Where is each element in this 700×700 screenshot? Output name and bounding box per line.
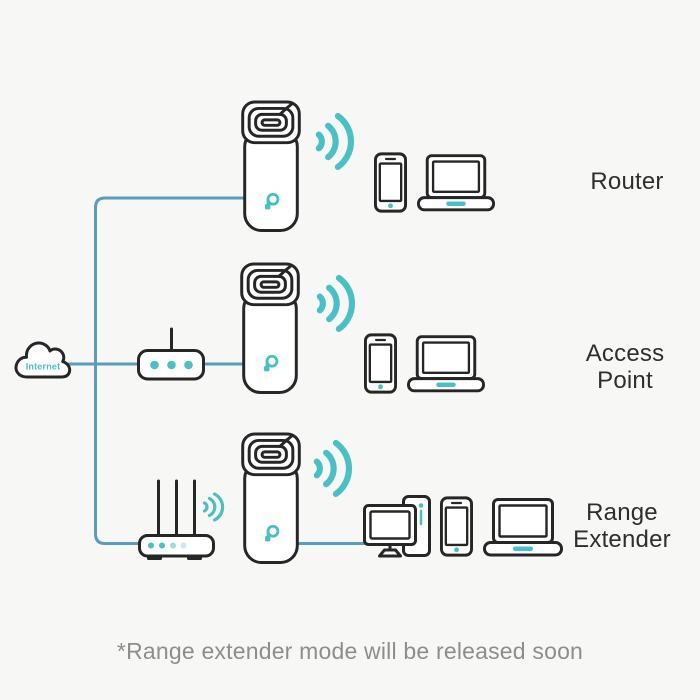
laptop-icon xyxy=(483,498,563,557)
label-range-extender: Range Extender xyxy=(573,499,671,553)
smartphone-icon xyxy=(374,152,407,213)
laptop-icon xyxy=(407,335,485,393)
laptop-icon xyxy=(417,154,495,212)
internet-cloud-icon: Internet xyxy=(12,336,74,381)
wifi-waves-icon xyxy=(310,437,355,498)
label-access-point: Access Point xyxy=(585,340,665,394)
label-router: Router xyxy=(590,168,664,195)
wireless-router-icon xyxy=(138,477,230,561)
deco-device-icon xyxy=(241,100,301,233)
wifi-waves-icon xyxy=(313,272,358,333)
deco-device-icon xyxy=(241,432,301,565)
smartphone-icon xyxy=(440,496,473,557)
deco-device-icon xyxy=(240,262,300,395)
internet-label: Internet xyxy=(26,362,61,372)
wifi-waves-icon xyxy=(312,110,357,171)
modem-icon xyxy=(137,327,205,381)
desktop-computer-icon xyxy=(363,495,431,559)
smartphone-icon xyxy=(364,333,397,394)
release-note: *Range extender mode will be released so… xyxy=(116,638,584,664)
